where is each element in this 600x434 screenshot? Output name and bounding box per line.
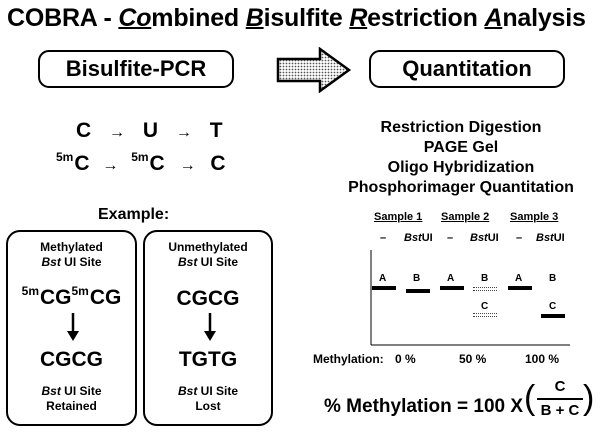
lane-minus-2: – bbox=[447, 232, 454, 244]
methylation-value-3: 100 % bbox=[525, 352, 560, 366]
conversion-row-methylated: 5mC → 5mC → C bbox=[56, 150, 226, 175]
band-label-a-3: A bbox=[515, 273, 523, 284]
down-arrow-icon bbox=[67, 313, 79, 341]
band-a-2 bbox=[440, 286, 464, 290]
formula-lhs: % Methylation = 100 X bbox=[324, 396, 524, 417]
formula-close-paren: ) bbox=[583, 379, 595, 417]
band-label-b-2: B bbox=[481, 273, 489, 284]
methylation-row-label: Methylation: bbox=[313, 352, 384, 366]
quantitation-steps: Restriction Digestion PAGE Gel Oligo Hyb… bbox=[326, 118, 596, 198]
methylated-site-footer: Bst UI Site bbox=[41, 384, 102, 398]
unmethylated-example-box: Unmethylated Bst UI Site CGCG TGTG Bst U… bbox=[143, 230, 273, 426]
step-restriction-digestion: Restriction Digestion bbox=[380, 119, 542, 136]
methylated-heading: Methylated bbox=[40, 240, 103, 254]
bisulfite-pcr-box: Bisulfite-PCR bbox=[38, 50, 234, 88]
page-title: COBRA - Combined Bisulfite Restriction A… bbox=[7, 4, 586, 32]
band-b-1 bbox=[406, 289, 430, 293]
methylation-value-1: 0 % bbox=[395, 352, 416, 366]
conversion-row-unmethylated: C → U → T bbox=[76, 119, 223, 142]
lane-enzyme-2: BstUI bbox=[470, 232, 499, 244]
methylated-sequence: 5mCG5mCG bbox=[21, 284, 122, 309]
lane-minus-3: – bbox=[516, 232, 523, 244]
band-label-b-1: B bbox=[413, 273, 421, 284]
unmethylated-sequence: CGCG bbox=[176, 287, 240, 310]
formula-denominator: B + C bbox=[540, 402, 580, 419]
step-oligo-hybridization: Oligo Hybridization bbox=[387, 159, 535, 176]
sample-3-label: Sample 3 bbox=[510, 211, 559, 223]
band-b-2-faint-lower bbox=[473, 290, 497, 292]
gel-frame bbox=[370, 250, 570, 346]
down-arrow-icon bbox=[204, 313, 216, 341]
methylated-site-label: Bst UI Site bbox=[41, 255, 102, 269]
unmethylated-heading: Unmethylated bbox=[168, 240, 248, 254]
band-label-a-1: A bbox=[379, 273, 387, 284]
band-a-3 bbox=[508, 286, 532, 290]
band-label-c-2: C bbox=[481, 301, 489, 312]
band-label-a-2: A bbox=[447, 273, 455, 284]
methylated-example-box: Methylated Bst UI Site 5mCG5mCG CGCG Bst… bbox=[6, 230, 137, 426]
sample-1-label: Sample 1 bbox=[374, 211, 423, 223]
lane-enzyme-1: BstUI bbox=[404, 232, 433, 244]
band-label-c-3: C bbox=[549, 301, 557, 312]
fraction-bar bbox=[537, 398, 583, 400]
formula-open-paren: ( bbox=[524, 379, 536, 417]
process-arrow-icon bbox=[276, 47, 352, 93]
unmethylated-site-label: Bst UI Site bbox=[177, 255, 239, 269]
unmethylated-site-footer: Bst UI Site bbox=[177, 384, 239, 398]
formula-numerator: C bbox=[554, 378, 566, 395]
band-b-2-faint bbox=[473, 287, 497, 289]
band-label-b-3: B bbox=[549, 273, 557, 284]
step-page-gel: PAGE Gel bbox=[423, 139, 499, 156]
lane-enzyme-3: BstUI bbox=[536, 232, 565, 244]
band-c-2-faint bbox=[473, 313, 497, 315]
methylated-result: CGCG bbox=[40, 348, 103, 371]
methylation-value-2: 50 % bbox=[459, 352, 487, 366]
lane-minus-1: – bbox=[380, 232, 387, 244]
band-c-2-faint-lower bbox=[473, 316, 497, 318]
retained-label: Retained bbox=[46, 399, 97, 413]
example-label: Example: bbox=[98, 206, 170, 223]
step-phosphorimager-quantitation: Phosphorimager Quantitation bbox=[348, 179, 574, 196]
quantitation-box: Quantitation bbox=[369, 50, 565, 88]
band-c-3 bbox=[541, 314, 565, 318]
band-a-1 bbox=[372, 286, 396, 290]
sample-2-label: Sample 2 bbox=[441, 211, 490, 223]
lost-label: Lost bbox=[195, 399, 221, 413]
unmethylated-result: TGTG bbox=[178, 348, 238, 371]
